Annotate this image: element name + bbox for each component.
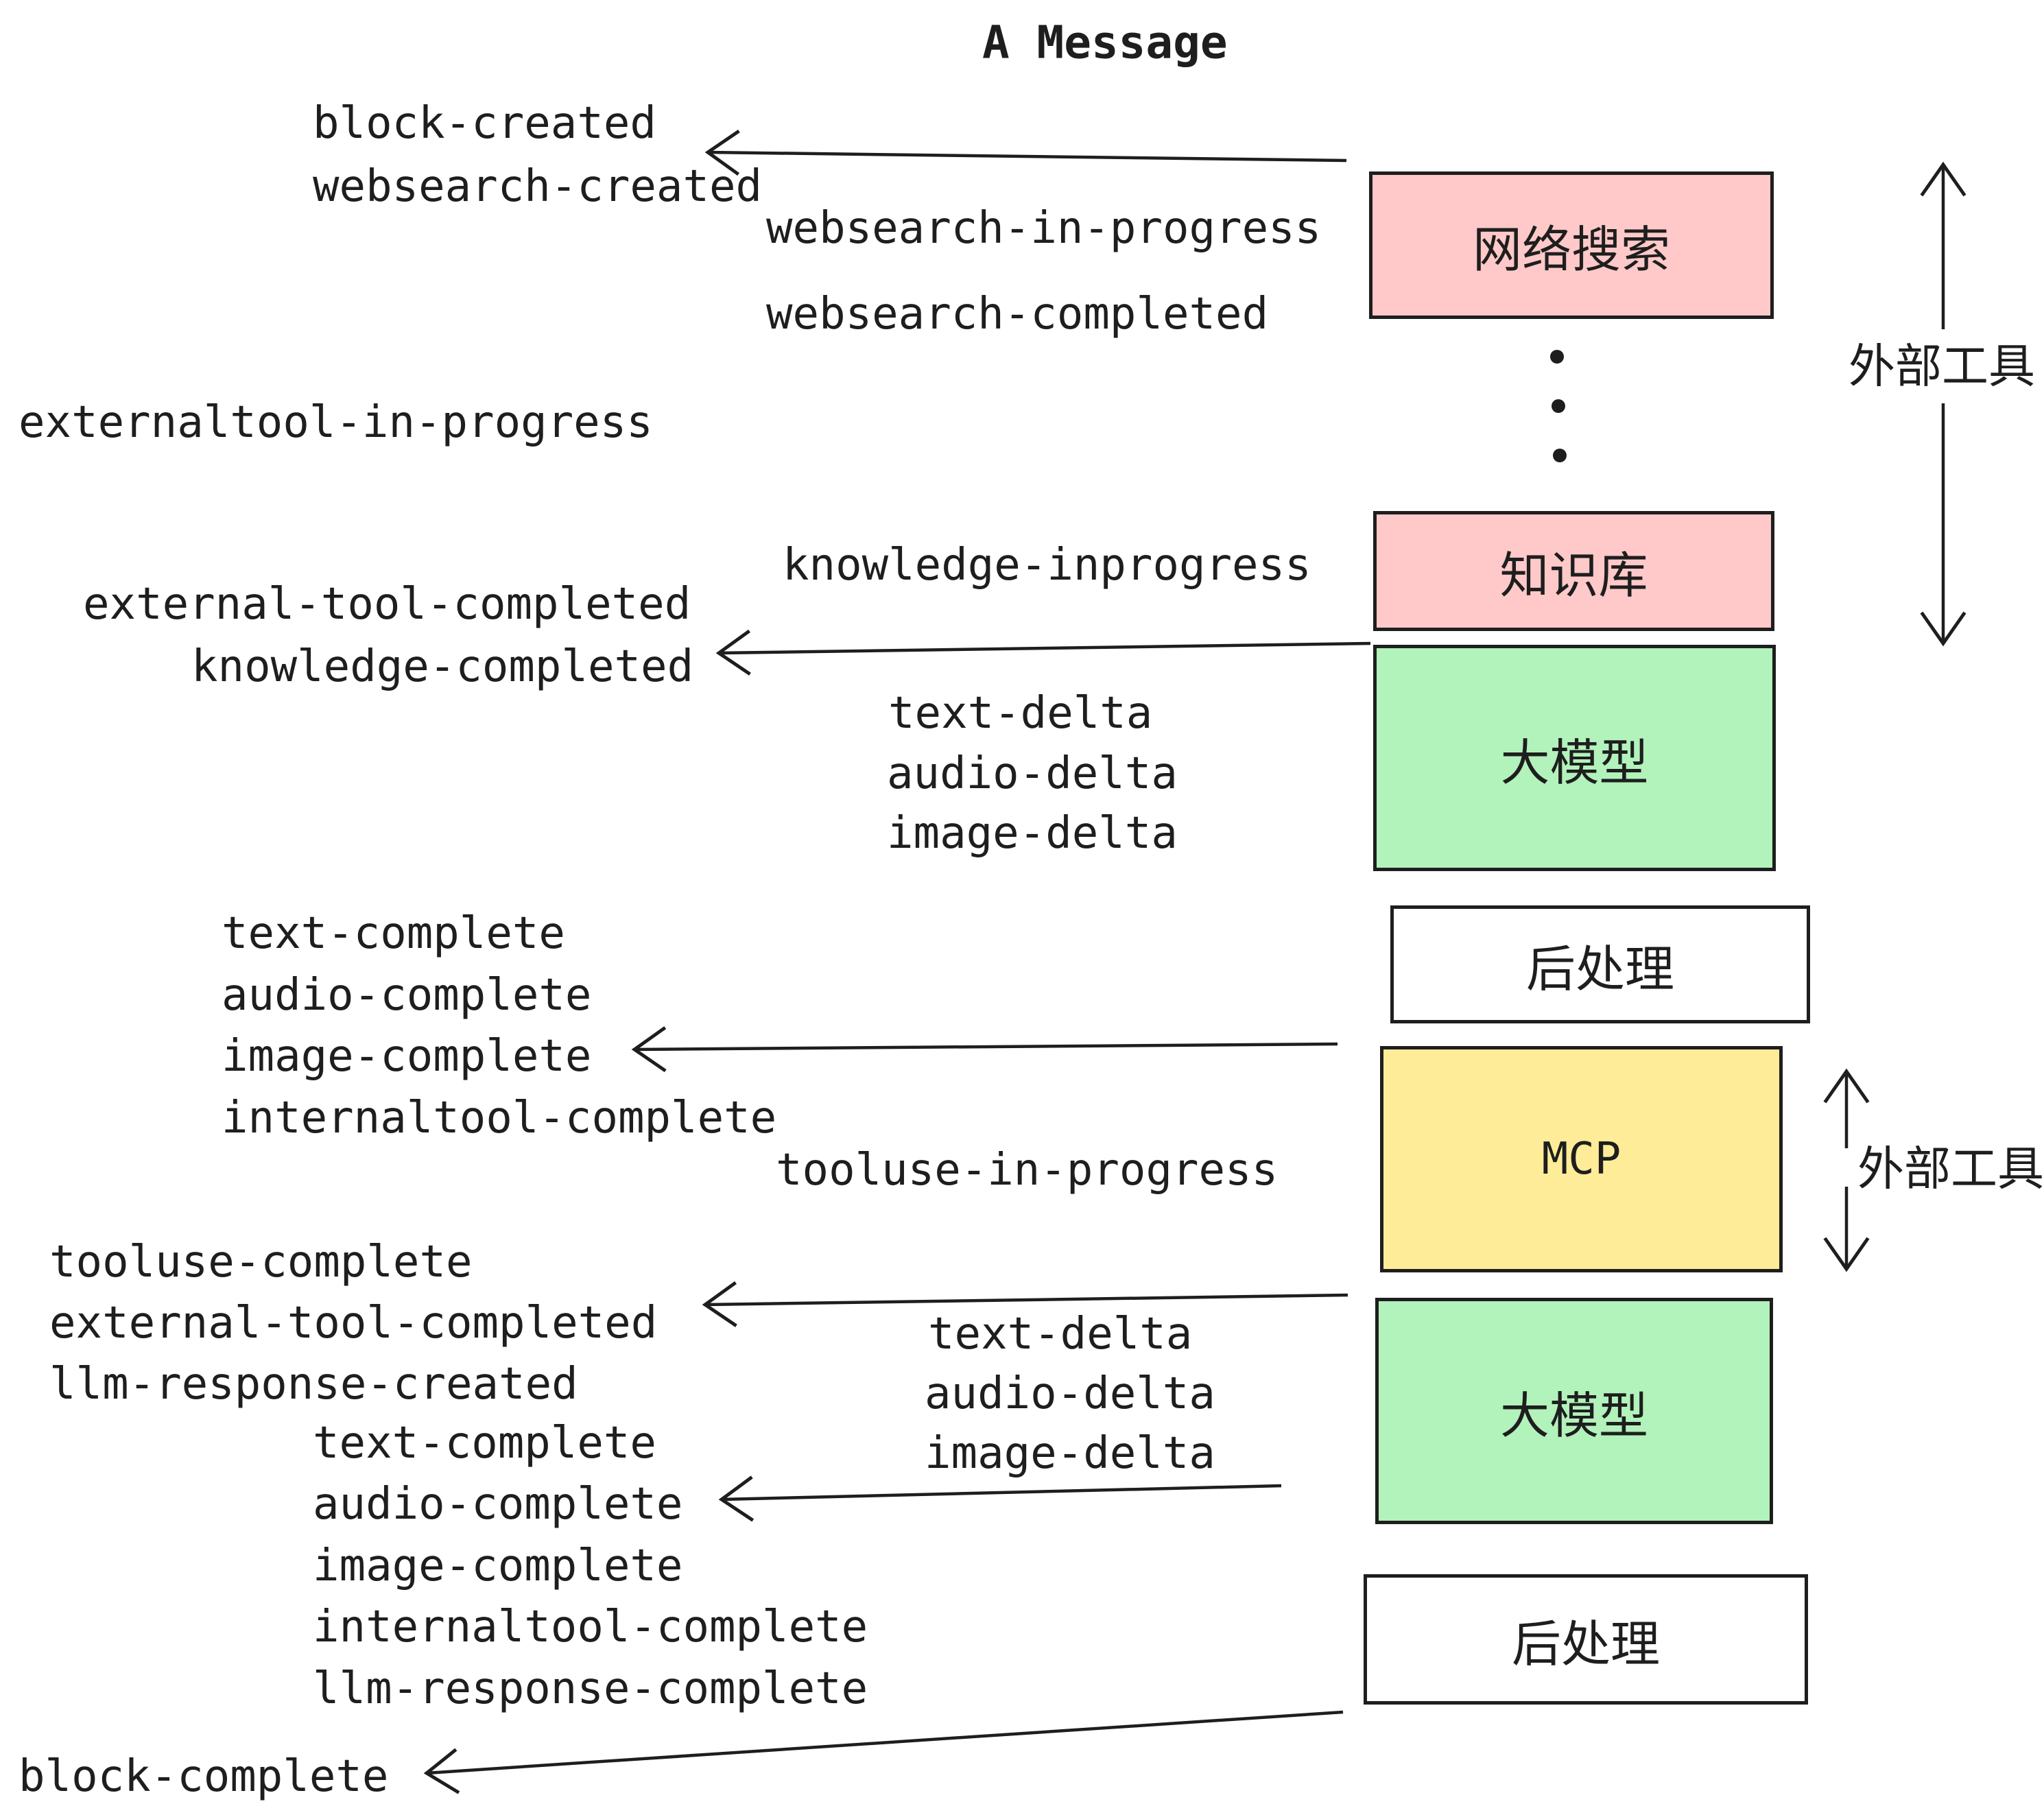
llm-box-1-label: 大模型: [1500, 733, 1649, 792]
arrow-block-complete: [423, 1710, 1344, 1794]
diagram-title: A Message: [982, 16, 1228, 69]
event-audio-delta-2: audio-delta: [925, 1368, 1215, 1419]
external-tools-label-1: 外部工具: [1849, 340, 2036, 394]
event-image-complete-2: image-complete: [313, 1541, 683, 1591]
arrow-llm2-complete: [718, 1475, 1282, 1522]
event-text-delta-1: text-delta: [888, 688, 1153, 739]
event-audio-complete-2: audio-complete: [313, 1479, 683, 1530]
mcp-box: MCP: [1380, 1046, 1783, 1272]
postprocess-box-2-label: 后处理: [1511, 1615, 1660, 1673]
arrow-tooluse-complete: [702, 1281, 1348, 1327]
event-websearch-in-progress: websearch-in-progress: [766, 203, 1322, 254]
knowledge-box-label: 知识库: [1499, 547, 1648, 604]
event-external-tool-completed: external-tool-completed: [83, 579, 691, 630]
external-tools-label-2: 外部工具: [1857, 1142, 2044, 1197]
event-text-complete-2: text-complete: [313, 1418, 656, 1469]
ellipsis-dot: [1553, 449, 1567, 462]
event-tooluse-in-progress: tooluse-in-progress: [776, 1145, 1279, 1196]
event-external-tool-completed-2: external-tool-completed: [49, 1298, 658, 1349]
event-audio-complete-1: audio-complete: [222, 970, 592, 1021]
event-audio-delta-1: audio-delta: [887, 748, 1178, 799]
arrow-internal-complete: [631, 1026, 1338, 1073]
event-llm-response-created: llm-response-created: [49, 1359, 578, 1410]
llm-box-2: 大模型: [1375, 1298, 1773, 1524]
knowledge-box: 知识库: [1373, 511, 1774, 631]
event-image-complete-1: image-complete: [222, 1031, 592, 1082]
event-internaltool-complete-1: internaltool-complete: [222, 1093, 777, 1143]
mcp-box-label: MCP: [1541, 1134, 1621, 1185]
websearch-box: 网络搜索: [1369, 171, 1774, 319]
event-knowledge-completed: knowledge-completed: [191, 641, 694, 692]
ellipsis-dot: [1550, 350, 1564, 364]
websearch-box-label: 网络搜索: [1472, 221, 1670, 278]
event-text-complete-1: text-complete: [222, 908, 565, 959]
event-image-delta-1: image-delta: [887, 808, 1178, 859]
event-image-delta-2: image-delta: [925, 1428, 1215, 1479]
postprocess-box-1: 后处理: [1390, 905, 1810, 1023]
postprocess-box-1-label: 后处理: [1525, 940, 1674, 998]
event-knowledge-inprogress: knowledge-inprogress: [783, 540, 1311, 591]
postprocess-box-2: 后处理: [1364, 1574, 1808, 1705]
event-internaltool-complete-2: internaltool-complete: [313, 1602, 868, 1652]
event-websearch-created: websearch-created: [313, 161, 763, 212]
event-tooluse-complete: tooluse-complete: [49, 1237, 473, 1287]
event-block-created: block-created: [313, 98, 656, 149]
event-llm-response-complete: llm-response-complete: [313, 1663, 868, 1714]
arrow-knowledge-completed: [715, 629, 1371, 676]
llm-box-2-label: 大模型: [1499, 1386, 1648, 1445]
event-websearch-completed: websearch-completed: [766, 289, 1269, 340]
event-text-delta-2: text-delta: [928, 1309, 1193, 1360]
ellipsis-dot: [1552, 399, 1565, 413]
event-block-complete: block-complete: [19, 1751, 389, 1802]
arrow-block-created: [704, 130, 1347, 176]
llm-box-1: 大模型: [1373, 645, 1776, 871]
event-externaltool-in-progress: externaltool-in-progress: [19, 397, 653, 448]
